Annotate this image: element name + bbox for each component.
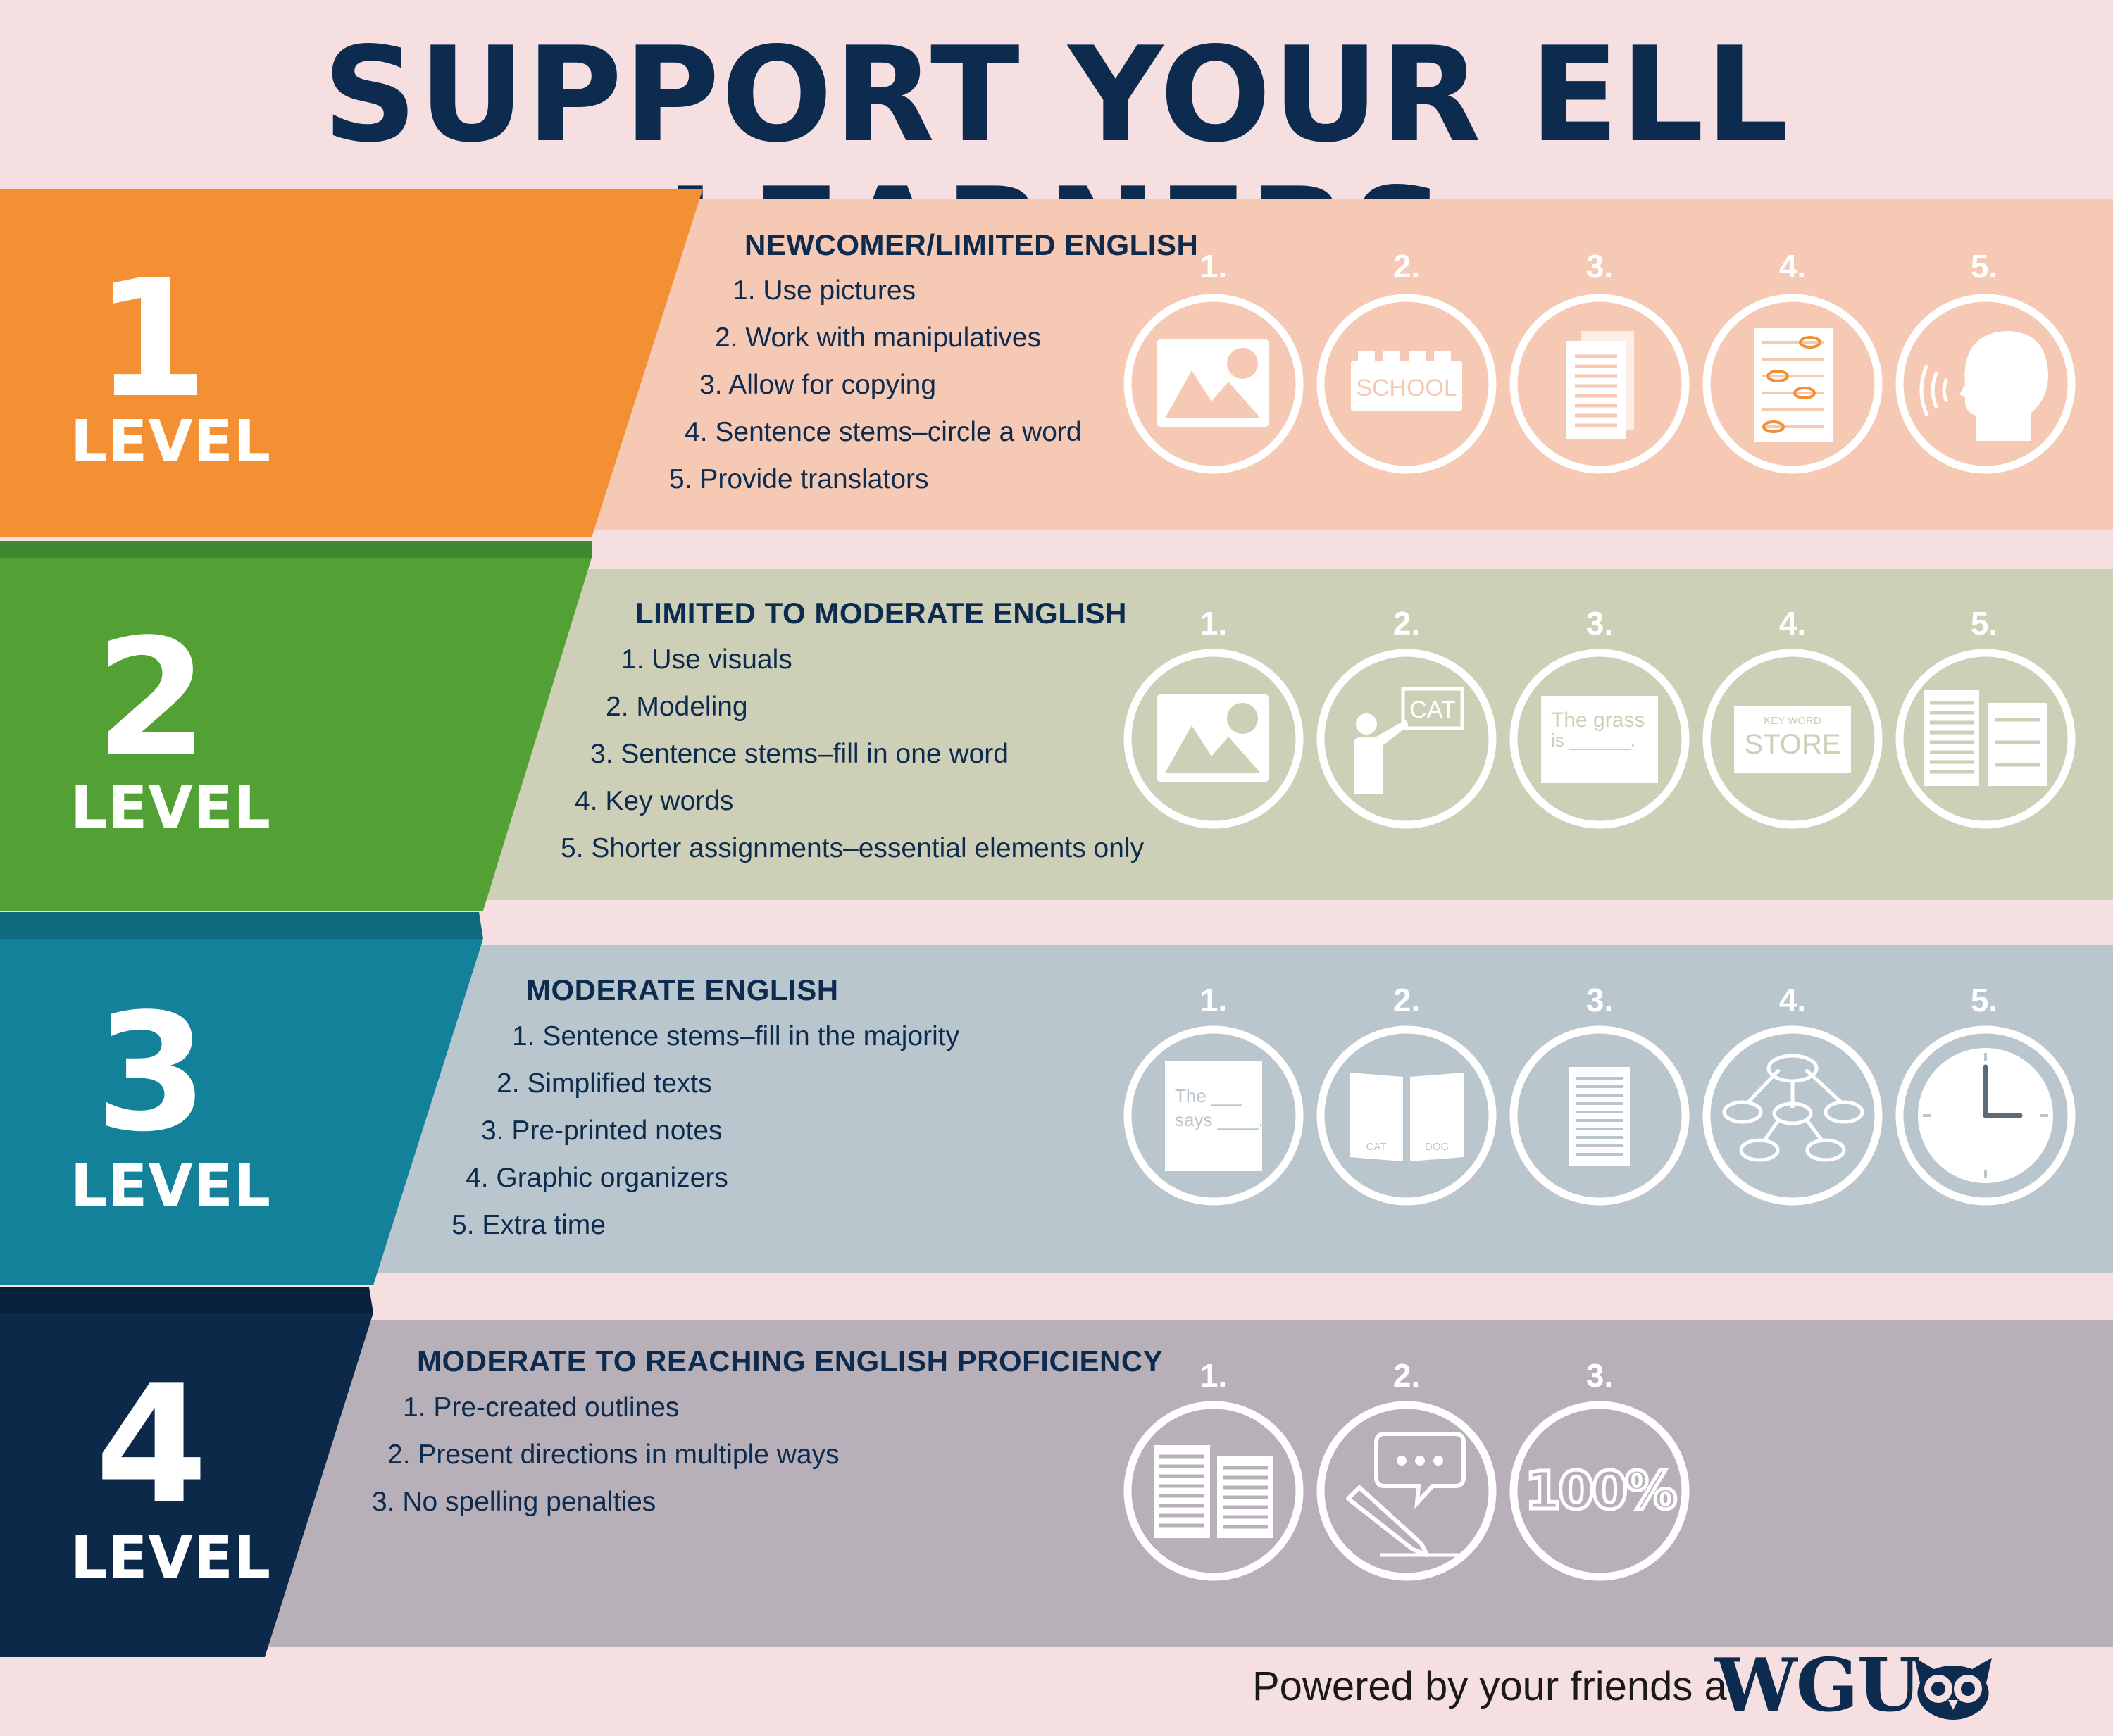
- wgu-logo: WGU: [1715, 1642, 1921, 1728]
- copy-pages-icon: [1509, 294, 1690, 474]
- level-2-item-2: 2. Modeling: [606, 692, 748, 722]
- circled-worksheet-icon: [1702, 294, 1883, 474]
- level-3-icon-number-4: 4.: [1778, 982, 1807, 1018]
- picture-icon: [1123, 649, 1304, 829]
- clock-icon: [1895, 1025, 2076, 1206]
- hundred-percent-text: 100%: [1525, 1461, 1676, 1521]
- level-1-icon-number-5: 5.: [1970, 248, 1998, 285]
- level-2-number: 2: [94, 605, 208, 793]
- level-3-item-4: 4. Graphic organizers: [466, 1163, 728, 1193]
- level-1-icon-number-2: 2.: [1392, 248, 1421, 285]
- level-1-band: 1 LEVEL NEWCOMER/LIMITED ENGLISH 1. Use …: [0, 189, 2113, 537]
- speaking-head-icon: [1895, 294, 2076, 474]
- outline-pages-icon: [1123, 1401, 1304, 1581]
- level-3-icon-number-1: 1.: [1199, 982, 1228, 1018]
- level-1-label: LEVEL: [70, 408, 271, 475]
- school-block-label: SCHOOL: [1356, 375, 1457, 401]
- level-4-band: 4 LEVEL MODERATE TO REACHING ENGLISH PRO…: [0, 1287, 2113, 1657]
- owl-logo-icon: [1914, 1658, 1992, 1720]
- level-2-icon-number-1: 1.: [1199, 605, 1228, 642]
- level-1-item-3: 3. Allow for copying: [699, 370, 937, 400]
- level-3-item-2: 2. Simplified texts: [497, 1068, 712, 1099]
- level-1-background: [0, 189, 2113, 537]
- level-3-band: 3 LEVEL MODERATE ENGLISH 1. Sentence ste…: [0, 912, 2113, 1289]
- printed-notes-icon: [1509, 1025, 1690, 1206]
- level-1-item-1: 1. Use pictures: [733, 275, 916, 306]
- level-4-number: 4: [94, 1351, 208, 1540]
- level-3-item-1: 1. Sentence stems–fill in the majority: [512, 1021, 960, 1051]
- level-2-item-4: 4. Key words: [575, 786, 734, 816]
- level-1-item-4: 4. Sentence stems–circle a word: [685, 417, 1082, 447]
- school-block-icon: SCHOOL: [1316, 294, 1497, 474]
- key-word-text: STORE: [1744, 729, 1840, 760]
- book-right-word: DOG: [1425, 1141, 1449, 1153]
- level-3-background: [0, 912, 2113, 1285]
- stem-line-2: says ____.: [1175, 1109, 1264, 1130]
- short-pages-icon: [1895, 649, 2076, 829]
- key-word-card-icon: KEY WORD STORE: [1702, 649, 1883, 829]
- level-1-icon-number-3: 3.: [1585, 248, 1614, 285]
- level-2-icon-number-5: 5.: [1970, 605, 1998, 642]
- level-3-item-5: 5. Extra time: [451, 1210, 606, 1240]
- open-book-icon: CAT DOG: [1316, 1025, 1497, 1206]
- level-1-heading: NEWCOMER/LIMITED ENGLISH: [744, 228, 1199, 261]
- stem-line-1: The ___: [1175, 1085, 1242, 1106]
- level-4-icon-number-2: 2.: [1392, 1357, 1421, 1394]
- level-4-icon-number-3: 3.: [1585, 1357, 1614, 1394]
- level-2-icon-number-4: 4.: [1778, 605, 1807, 642]
- level-4-icon-number-1: 1.: [1199, 1357, 1228, 1394]
- level-4-item-2: 2. Present directions in multiple ways: [387, 1440, 840, 1470]
- level-4-item-3: 3. No spelling penalties: [372, 1487, 656, 1517]
- level-2-item-1: 1. Use visuals: [621, 644, 792, 675]
- level-2-icon-number-2: 2.: [1392, 605, 1421, 642]
- level-3-heading: MODERATE ENGLISH: [526, 973, 839, 1006]
- speech-pencil-icon: [1316, 1401, 1497, 1581]
- level-1-item-5: 5. Provide translators: [669, 464, 929, 494]
- level-1-item-2: 2. Work with manipulatives: [715, 323, 1042, 353]
- fill-in-sentence-icon: The grass is ______.: [1509, 649, 1690, 829]
- level-2-icon-number-3: 3.: [1585, 605, 1614, 642]
- level-2-heading: LIMITED TO MODERATE ENGLISH: [635, 597, 1127, 630]
- level-1-number: 1: [94, 246, 208, 434]
- footer-credit: Powered by your friends at: [1252, 1663, 1738, 1709]
- level-4-item-1: 1. Pre-created outlines: [403, 1392, 680, 1423]
- level-2-band: 2 LEVEL LIMITED TO MODERATE ENGLISH 1. U…: [0, 541, 2113, 914]
- key-word-caption: KEY WORD: [1764, 715, 1821, 727]
- level-4-heading: MODERATE TO REACHING ENGLISH PROFICIENCY: [417, 1344, 1164, 1378]
- teacher-board-icon: CAT: [1316, 649, 1497, 829]
- graphic-organizer-icon: [1702, 1025, 1883, 1206]
- level-1-icon-number-1: 1.: [1199, 248, 1228, 285]
- level-2-item-3: 3. Sentence stems–fill in one word: [590, 739, 1009, 769]
- level-2-label: LEVEL: [70, 775, 271, 842]
- book-left-word: CAT: [1366, 1141, 1387, 1153]
- hundred-percent-icon: 100%: [1509, 1401, 1690, 1581]
- sentence-line-1: The grass: [1551, 708, 1645, 732]
- level-3-icon-number-3: 3.: [1585, 982, 1614, 1018]
- picture-icon: [1123, 294, 1304, 474]
- level-1-icon-number-4: 4.: [1778, 248, 1807, 285]
- level-4-label: LEVEL: [70, 1525, 271, 1592]
- level-4-background: [0, 1287, 2113, 1657]
- level-3-icon-number-2: 2.: [1392, 982, 1421, 1018]
- level-3-item-3: 3. Pre-printed notes: [481, 1116, 723, 1146]
- level-3-icon-number-5: 5.: [1970, 982, 1998, 1018]
- level-2-item-5: 5. Shorter assignments–essential element…: [561, 833, 1145, 863]
- level-3-number: 3: [94, 980, 208, 1168]
- level-3-label: LEVEL: [70, 1153, 271, 1220]
- board-word: CAT: [1409, 697, 1455, 723]
- fill-in-majority-icon: The ___ says ____.: [1123, 1025, 1304, 1206]
- sentence-line-2: is ______.: [1551, 730, 1635, 751]
